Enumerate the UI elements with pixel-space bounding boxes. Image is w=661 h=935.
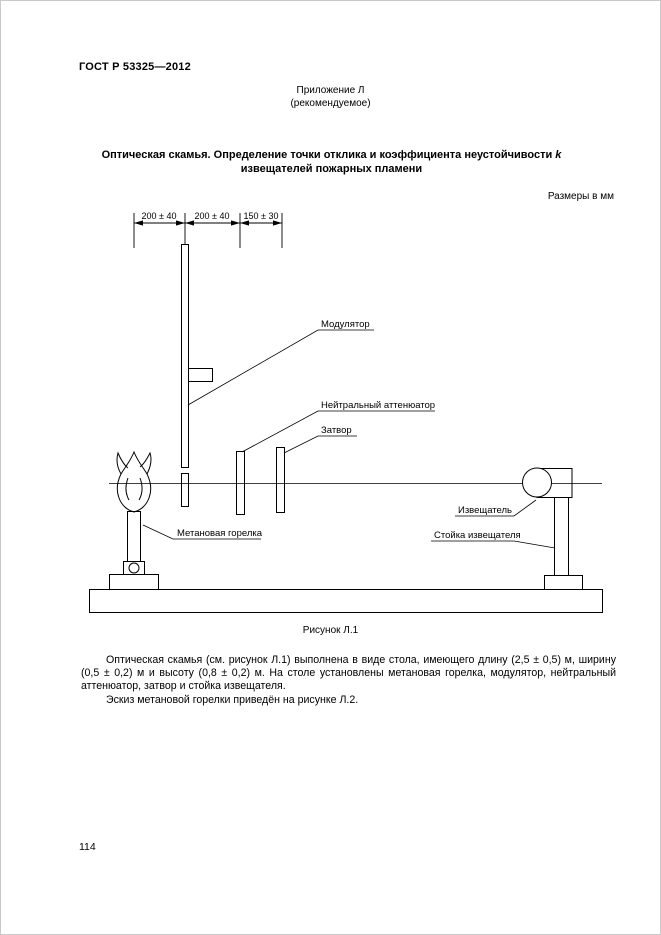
dimension-label-2: 200 ± 40 [195, 211, 230, 221]
flame-icon [116, 450, 152, 513]
paragraph-sketch-note: Эскиз метановой горелки приведён на рису… [106, 693, 359, 706]
shutter-plate [276, 447, 285, 513]
dimension-label-1: 200 ± 40 [142, 211, 177, 221]
page-title: Оптическая скамья. Определение точки отк… [41, 148, 622, 176]
label-attenuator: Нейтральный аттенюатор [321, 400, 435, 411]
label-detector-stand: Стойка извещателя [434, 530, 521, 541]
label-burner: Метановая горелка [177, 528, 263, 539]
detector-base [544, 575, 583, 590]
modulator-blade [181, 244, 189, 468]
dimension-label-group: 200 ± 40 200 ± 40 150 ± 30 [142, 211, 279, 221]
appendix-kind: (рекомендуемое) [290, 97, 371, 109]
bench-table [89, 589, 603, 613]
paragraph-description: Оптическая скамья (см. рисунок Л.1) выпо… [81, 654, 616, 693]
detector-post [554, 497, 569, 576]
detector-lens [522, 467, 552, 498]
burner-tube [127, 511, 141, 562]
title-k-symbol: k [555, 149, 562, 161]
attenuator-plate [236, 451, 245, 515]
page-number: 114 [79, 841, 96, 853]
appendix-heading: Приложение Л (рекомендуемое) [1, 85, 660, 110]
doc-number: ГОСТ Р 53325—2012 [79, 61, 191, 73]
units-note: Размеры в мм [547, 191, 614, 202]
label-detector: Извещатель [458, 505, 512, 516]
modulator-lower-blade [181, 473, 189, 507]
part-label-group: Модулятор Нейтральный аттенюатор Затвор … [177, 319, 521, 541]
leader-lines [142, 329, 556, 549]
dimension-label-3: 150 ± 30 [244, 211, 279, 221]
appendix-title: Приложение Л [296, 85, 365, 96]
modulator-holder [188, 368, 213, 382]
figure-caption: Рисунок Л.1 [302, 625, 359, 636]
title-line1: Оптическая скамья. Определение точки отк… [101, 149, 556, 161]
body-text: Оптическая скамья (см. рисунок Л.1) выпо… [81, 654, 616, 707]
dimension-arrows [134, 220, 282, 226]
title-line2: извещателей пожарных пламени [240, 163, 423, 175]
burner-valve [128, 562, 140, 574]
label-shutter: Затвор [321, 425, 352, 436]
label-modulator: Модулятор [321, 319, 370, 330]
burner-base [109, 574, 159, 590]
dimension-lines [133, 213, 283, 248]
